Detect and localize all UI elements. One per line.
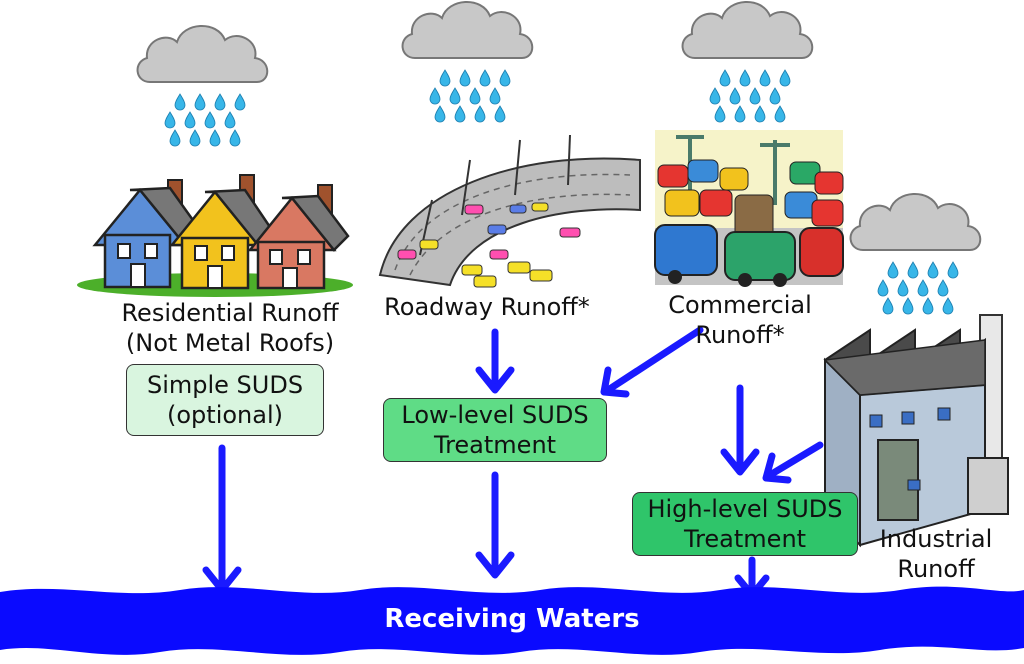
- parking-lot-illustration: [654, 130, 844, 287]
- industrial-runoff-label: Industrial Runoff: [862, 524, 1010, 584]
- simple-suds-line1: Simple SUDS: [146, 371, 304, 399]
- low-level-suds-line2: Treatment: [433, 431, 557, 459]
- arrow-low-to-water: [475, 471, 515, 579]
- simple-suds-box: Simple SUDS (optional): [126, 364, 324, 436]
- residential-runoff-line1: Residential Runoff: [121, 299, 339, 327]
- commercial-runoff-label: Commercial Runoff*: [650, 290, 830, 350]
- residential-runoff-line2: (Not Metal Roofs): [125, 329, 335, 357]
- houses-illustration: [77, 174, 353, 297]
- arrow-simple-to-water: [202, 444, 242, 594]
- high-level-suds-box: High-level SUDS Treatment: [632, 492, 858, 556]
- arrow-industrial-to-high: [762, 441, 824, 484]
- low-level-suds-box: Low-level SUDS Treatment: [383, 398, 607, 462]
- roadway-illustration: [378, 134, 641, 288]
- rain-cloud-commercial: [681, 0, 814, 123]
- high-level-suds-line2: Treatment: [683, 525, 807, 553]
- commercial-runoff-line2: Runoff*: [695, 321, 785, 349]
- industrial-runoff-line2: Runoff: [897, 555, 975, 583]
- receiving-waters-label: Receiving Waters: [384, 604, 640, 634]
- high-level-suds-line1: High-level SUDS: [647, 495, 843, 523]
- rain-cloud-industrial: [849, 192, 982, 315]
- rain-cloud-residential: [136, 24, 269, 147]
- receiving-waters-band: [0, 586, 1024, 655]
- industrial-runoff-line1: Industrial: [879, 525, 993, 553]
- arrow-commercial-to-low: [600, 326, 704, 398]
- arrow-commercial-to-high: [720, 384, 760, 476]
- low-level-suds-line1: Low-level SUDS: [401, 401, 589, 429]
- flow-arrows: [202, 326, 824, 599]
- residential-runoff-label: Residential Runoff (Not Metal Roofs): [100, 298, 360, 358]
- rain-cloud-roadway: [401, 0, 534, 123]
- commercial-runoff-line1: Commercial: [668, 291, 812, 319]
- simple-suds-line2: (optional): [167, 401, 283, 429]
- roadway-runoff-label: Roadway Runoff*: [384, 293, 590, 321]
- arrow-roadway-to-low: [475, 328, 515, 394]
